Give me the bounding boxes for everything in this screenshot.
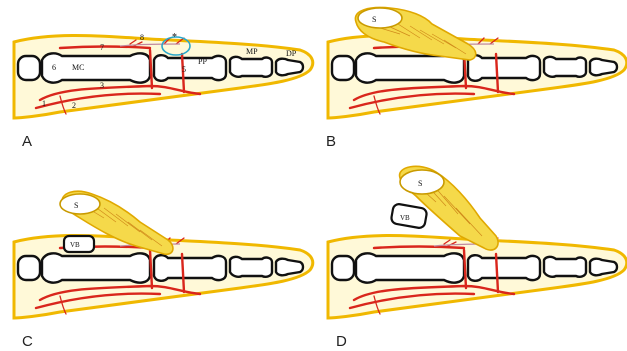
label-2: 2	[72, 101, 76, 110]
label-s-c: S	[74, 201, 78, 210]
panel-c: S VB C	[14, 191, 313, 350]
label-dp: DP	[286, 49, 297, 58]
label-6: 6	[52, 63, 56, 72]
flap-top-b	[358, 8, 402, 28]
panel-a: 6 MC 7 8 * 5 PP MP DP 3 2 1 A	[14, 32, 313, 150]
label-asterisk: *	[172, 32, 177, 43]
label-mp: MP	[246, 47, 258, 56]
label-3: 3	[100, 81, 104, 90]
panel-b: S B	[326, 8, 627, 150]
label-vb-d: VB	[400, 214, 410, 222]
label-pp: PP	[198, 57, 207, 66]
panel-d: S VB D	[328, 166, 627, 350]
panel-letter-b: B	[326, 133, 336, 150]
label-1: 1	[42, 99, 46, 108]
label-mc: MC	[72, 63, 84, 72]
panel-letter-a: A	[22, 133, 32, 150]
label-s-b: S	[372, 15, 376, 24]
label-s-d: S	[418, 179, 422, 188]
flap-top-c	[60, 194, 100, 214]
panel-letter-d: D	[336, 333, 347, 350]
label-7: 7	[100, 43, 104, 52]
panel-letter-c: C	[22, 333, 33, 350]
label-5: 5	[182, 65, 186, 74]
label-vb-c: VB	[70, 241, 80, 249]
label-8: 8	[140, 33, 144, 42]
